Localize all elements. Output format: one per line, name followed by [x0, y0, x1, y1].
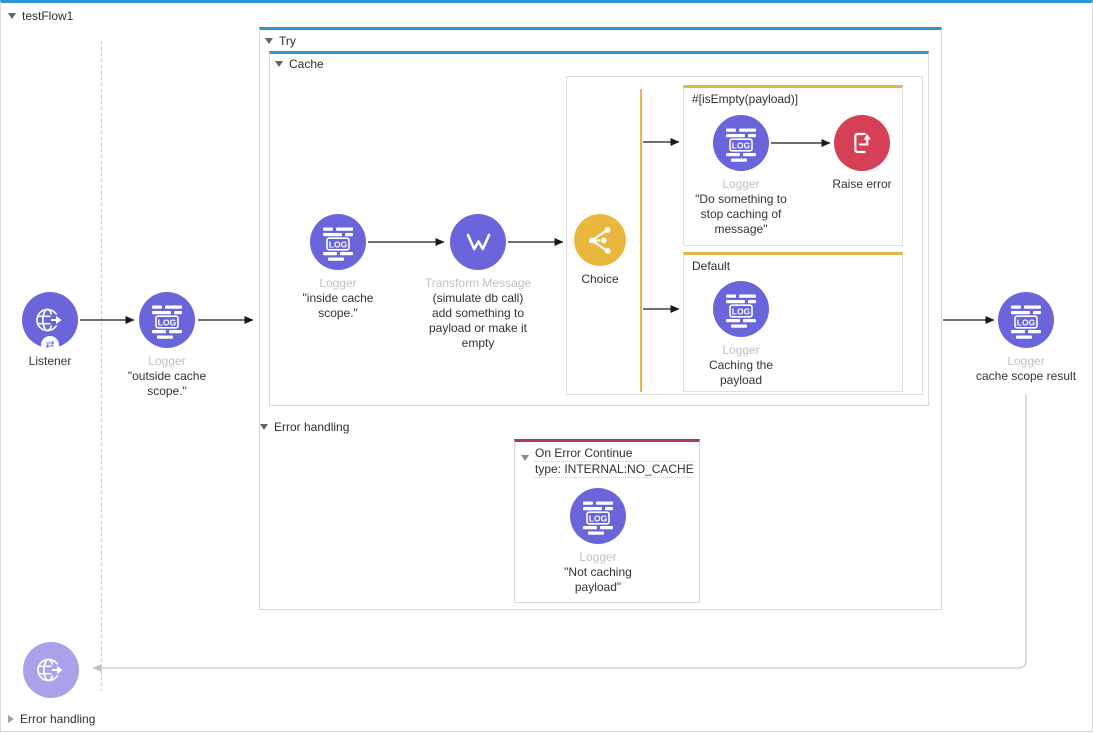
on-error-title: On Error Continue — [535, 446, 694, 462]
logger-type-label: Logger — [722, 177, 760, 191]
http-listener-response-icon — [23, 642, 79, 698]
logger-icon: LOG — [713, 281, 769, 337]
on-error-type: type: INTERNAL:NO_CACHE — [535, 462, 694, 478]
svg-text:LOG: LOG — [158, 317, 177, 327]
logger-doc-name: cache scope result — [975, 369, 1077, 383]
collapse-icon[interactable] — [8, 13, 16, 19]
svg-text:LOG: LOG — [1017, 317, 1036, 327]
logger-type-label: Logger — [579, 550, 617, 564]
logger-inside-node[interactable]: LOG Logger "inside cache scope." — [293, 214, 383, 321]
collapse-icon[interactable] — [521, 455, 529, 461]
svg-text:LOG: LOG — [589, 513, 608, 523]
flow-error-handling-header[interactable]: Error handling — [8, 712, 95, 726]
cache-header[interactable]: Cache — [275, 57, 324, 71]
svg-text:LOG: LOG — [329, 239, 348, 249]
raise-error-label: Raise error — [832, 177, 892, 191]
listener-node[interactable]: ⇄ Listener — [10, 292, 90, 369]
choice-node[interactable]: Choice — [560, 214, 640, 287]
logger-doc-name: Caching the payload — [708, 358, 774, 387]
raise-error-node[interactable]: Raise error — [817, 115, 907, 192]
collapse-icon[interactable] — [275, 61, 283, 67]
dataweave-icon — [450, 214, 506, 270]
logger-type-label: Logger — [148, 354, 186, 368]
logger-type-label: Logger — [1007, 354, 1045, 368]
expand-icon[interactable] — [8, 715, 14, 723]
try-error-handling-header[interactable]: Error handling — [260, 420, 349, 434]
try-header[interactable]: Try — [265, 34, 296, 48]
svg-text:LOG: LOG — [732, 306, 751, 316]
transform-message-node[interactable]: Transform Message (simulate db call) add… — [422, 214, 534, 351]
transform-type-label: Transform Message — [424, 276, 532, 290]
flow-error-handling-label: Error handling — [20, 712, 96, 726]
flow-header[interactable]: testFlow1 — [8, 9, 73, 23]
http-listener-icon: ⇄ — [22, 292, 78, 354]
logger-icon: LOG — [139, 292, 195, 348]
listener-response-node[interactable] — [23, 642, 79, 698]
branch-icon — [574, 214, 626, 266]
logger-doc-name: "inside cache scope." — [302, 291, 374, 320]
try-label: Try — [279, 34, 296, 48]
request-response-icon: ⇄ — [41, 336, 59, 354]
try-error-handling-label: Error handling — [274, 420, 350, 434]
logger-doc-name: "Do something to stop caching of message… — [695, 192, 787, 236]
logger-onerror-node[interactable]: LOG Logger "Not caching payload" — [556, 488, 640, 595]
logger-type-label: Logger — [722, 343, 760, 357]
listener-label: Listener — [28, 354, 72, 368]
default-label: Default — [692, 259, 731, 273]
cache-label: Cache — [289, 57, 324, 71]
logger-doc-name: "outside cache scope." — [127, 369, 207, 398]
logger-outside-node[interactable]: LOG Logger "outside cache scope." — [117, 292, 217, 399]
logger-icon: LOG — [310, 214, 366, 270]
logger-icon: LOG — [570, 488, 626, 544]
logger-when-node[interactable]: LOG Logger "Do something to stop caching… — [689, 115, 793, 237]
choice-label: Choice — [581, 272, 619, 286]
transform-doc-name: (simulate db call) add something to payl… — [428, 291, 528, 350]
collapse-icon[interactable] — [260, 424, 268, 430]
when-condition: #[isEmpty(payload)] — [692, 92, 799, 106]
collapse-icon[interactable] — [265, 38, 273, 44]
logger-result-node[interactable]: LOG Logger cache scope result — [961, 292, 1091, 384]
raise-error-icon — [834, 115, 890, 171]
logger-icon: LOG — [998, 292, 1054, 348]
logger-icon: LOG — [713, 115, 769, 171]
svg-text:LOG: LOG — [732, 140, 751, 150]
flow-title: testFlow1 — [22, 9, 74, 23]
logger-doc-name: "Not caching payload" — [564, 565, 632, 594]
logger-type-label: Logger — [319, 276, 357, 290]
on-error-header[interactable]: On Error Continue type: INTERNAL:NO_CACH… — [521, 446, 694, 478]
logger-default-node[interactable]: LOG Logger Caching the payload — [701, 281, 781, 388]
